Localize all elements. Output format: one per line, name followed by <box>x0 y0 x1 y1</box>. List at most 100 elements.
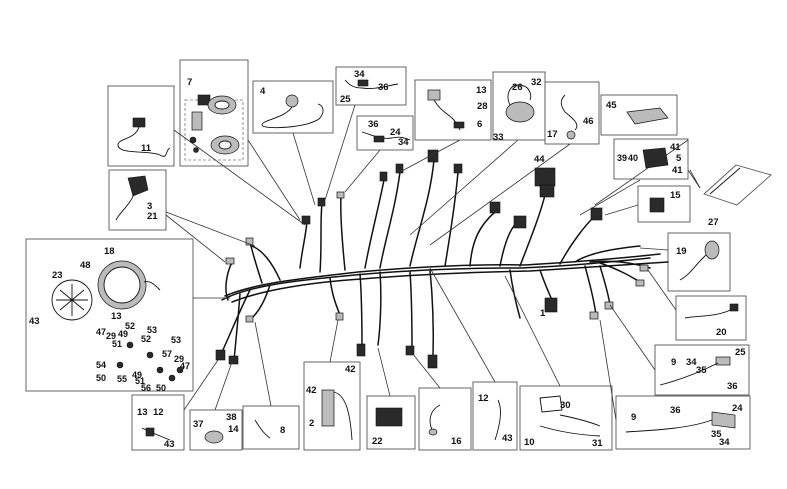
part-7-screw <box>193 147 199 153</box>
callout-25-top: 25 <box>340 94 351 105</box>
box-part-27-book <box>703 164 772 206</box>
bracket-part <box>156 366 164 374</box>
branch-28 <box>251 245 281 281</box>
callout-23: 23 <box>52 270 63 281</box>
branch-21 <box>377 271 382 346</box>
harness-trunk-2 <box>224 253 661 297</box>
connector <box>639 264 649 272</box>
callout-21: 21 <box>147 211 158 222</box>
bracket-part <box>126 341 134 349</box>
callout-4: 4 <box>260 86 266 97</box>
callout-25-right: 25 <box>735 347 746 358</box>
part-24-cable-right <box>625 419 713 433</box>
callout-5: 5 <box>676 153 682 164</box>
part-7-body <box>191 111 203 131</box>
part-24-body <box>373 135 385 143</box>
callout-2: 2 <box>309 418 314 429</box>
callout-38: 38 <box>226 412 237 423</box>
connector <box>405 345 415 356</box>
connector <box>544 297 558 313</box>
connector <box>317 197 326 207</box>
callout-40: 40 <box>628 153 638 163</box>
connector <box>335 312 344 321</box>
part-3-cable <box>115 193 135 221</box>
part-drawings <box>51 79 741 444</box>
branch-8 <box>469 211 496 267</box>
part-23-grid <box>56 284 88 316</box>
part-37-sensor <box>204 430 224 444</box>
part-16-cable <box>429 404 441 431</box>
callout-36-top: 36 <box>378 82 389 93</box>
branch-3 <box>340 195 346 271</box>
part-6-sensor <box>427 89 441 101</box>
part-3-switch <box>127 175 149 197</box>
branch-22 <box>359 273 363 351</box>
callout-labels: 1 2 3 4 5 6 7 8 9 9 10 11 12 12 13 13 13… <box>29 69 746 450</box>
callout-47-right: 47 <box>180 361 190 371</box>
callout-22: 22 <box>372 436 383 447</box>
connector <box>604 301 614 310</box>
callout-54: 54 <box>96 360 106 370</box>
callout-24-top: 24 <box>390 127 401 138</box>
callout-34-mid: 34 <box>398 137 409 148</box>
part-11-switch <box>132 117 146 128</box>
branch-7 <box>444 171 459 267</box>
branch-23 <box>329 277 341 316</box>
callout-9-bottom: 9 <box>631 412 636 423</box>
callout-3: 3 <box>147 201 152 212</box>
connector <box>225 257 235 265</box>
callout-41-top: 41 <box>670 142 681 153</box>
branch-24 <box>251 284 271 319</box>
part-19-cable <box>679 254 707 281</box>
branch-20 <box>409 271 413 351</box>
callout-55: 55 <box>117 374 127 384</box>
part-31-cable <box>539 425 601 437</box>
branch-6 <box>409 159 435 267</box>
bracket-part <box>146 351 154 359</box>
connector <box>245 315 254 323</box>
callout-29-left: 29 <box>106 331 116 341</box>
callout-52-mid: 52 <box>141 334 151 344</box>
connector <box>489 201 501 214</box>
part-30-cable <box>559 414 601 427</box>
callout-9-top: 9 <box>671 357 676 368</box>
callout-14: 14 <box>228 424 239 435</box>
part-27-book-pages <box>709 167 741 195</box>
part-8-cable <box>254 419 271 439</box>
callout-13-headlight: 13 <box>111 311 122 322</box>
branch-5 <box>379 171 401 269</box>
part-4-sensor <box>285 94 299 108</box>
callout-36-right-bottom: 36 <box>670 405 681 416</box>
harness-trunk <box>221 257 651 301</box>
connector <box>635 279 645 287</box>
leader-lines <box>165 104 701 421</box>
branch-11 <box>559 214 597 265</box>
callout-34-right-top: 34 <box>686 357 697 368</box>
callout-53-right: 53 <box>171 335 181 345</box>
branch-1 <box>299 221 308 269</box>
part-17-cable <box>560 94 578 131</box>
part-15-relay <box>649 197 665 213</box>
callout-49-bottom: 49 <box>132 370 142 380</box>
callout-48: 48 <box>80 260 91 271</box>
connector <box>301 215 311 225</box>
callout-20: 20 <box>716 327 727 338</box>
main-harness <box>221 159 669 361</box>
box-part-25-right <box>654 344 750 396</box>
callout-34-top: 34 <box>354 69 365 80</box>
callout-6: 6 <box>477 119 482 130</box>
connector <box>427 149 439 163</box>
part-13-cable <box>141 427 171 441</box>
connector-44b <box>539 184 555 198</box>
bracket-part <box>116 361 124 369</box>
branch-10 <box>519 194 546 267</box>
branch-12 <box>574 245 641 263</box>
callout-35-top: 35 <box>696 365 707 376</box>
part-26-horn <box>505 101 535 123</box>
callout-47-left: 47 <box>96 327 106 337</box>
callout-16: 16 <box>451 436 462 447</box>
harness-trunk-3 <box>231 261 669 303</box>
part-22-regulator <box>375 407 403 427</box>
bracket-part <box>176 366 184 374</box>
part-12-cable <box>494 399 502 441</box>
